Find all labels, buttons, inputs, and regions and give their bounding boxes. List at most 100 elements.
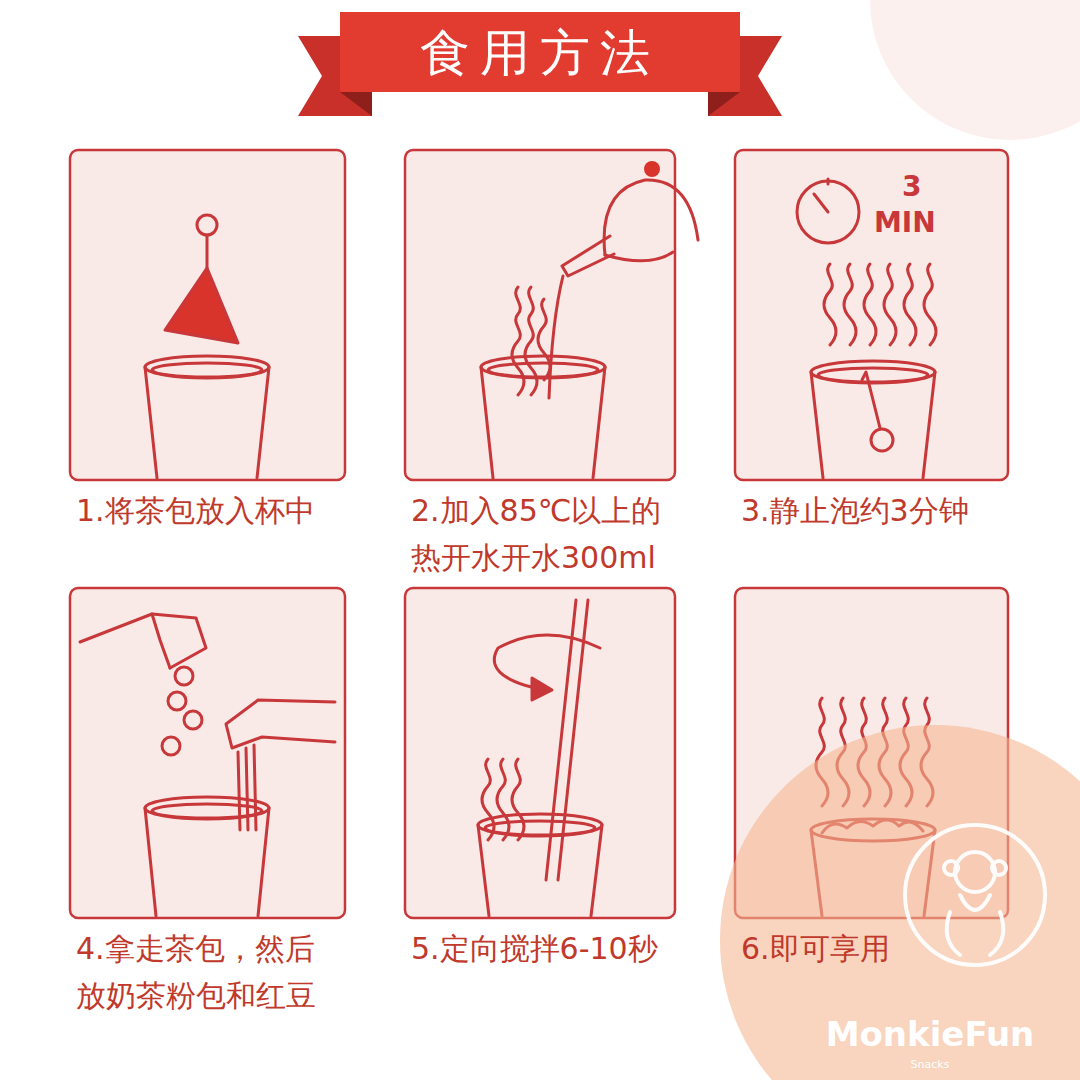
step-caption: 1.将茶包放入杯中 [76, 488, 386, 535]
clock-icon [797, 179, 859, 243]
panel-frames [405, 150, 675, 480]
watermark [960, 895, 990, 910]
tea-bag-icon [165, 215, 238, 343]
banner-title: 食用方法 [340, 18, 740, 88]
watermark [720, 725, 1080, 1080]
watermark-subtext: Snacks [911, 1058, 950, 1071]
cup-icon [481, 356, 605, 478]
bean-packet-icon [80, 614, 206, 755]
steam-lines [824, 264, 936, 345]
step-panel: 5.定向搅拌6-10秒 [405, 588, 675, 918]
watermark-text: MonkieFun [826, 1014, 1035, 1054]
powder-packet-icon [226, 700, 335, 830]
cup-icon [258, 808, 269, 916]
steam-lines [844, 264, 856, 345]
cup-icon [257, 367, 269, 478]
panel-frames [70, 588, 345, 918]
teapot-icon [549, 276, 563, 398]
powder-packet-icon [226, 700, 335, 748]
cup-icon [145, 367, 157, 478]
step-panel: 2.加入85℃以上的 热开水开水300ml [405, 150, 675, 480]
cup-icon [478, 825, 489, 916]
cup-icon [593, 367, 605, 478]
timer-unit: MIN [874, 206, 936, 239]
clock-icon [814, 194, 828, 212]
stir-stick [558, 600, 588, 880]
cup-icon [923, 372, 935, 478]
step-panel: 4.拿走茶包，然后 放奶茶粉包和红豆 [70, 588, 345, 918]
steam-lines [824, 264, 836, 345]
cup-icon [481, 356, 605, 378]
step-caption: 3.静止泡约3分钟 [741, 488, 1051, 535]
watermark [905, 825, 1045, 965]
clock-icon [797, 181, 859, 243]
powder-packet-icon [254, 745, 256, 830]
title-banner [708, 92, 740, 116]
stir-arrow [532, 678, 552, 700]
cup-icon [485, 821, 595, 835]
step-panel: 6.即可享用 [735, 588, 1008, 918]
watermark [905, 825, 1045, 965]
steam-lines [904, 264, 916, 345]
bean-packet-icon [184, 711, 202, 729]
steam-lines [482, 759, 524, 840]
cup-icon [145, 797, 269, 819]
cup-icon [811, 361, 935, 478]
panel-frames [70, 150, 345, 480]
watermark [990, 912, 1003, 955]
panel-frames [405, 588, 675, 918]
watermark [992, 861, 1006, 875]
steam-lines [924, 264, 936, 345]
teapot-icon [604, 180, 698, 255]
bean-packet-icon [175, 667, 193, 685]
cup-icon [488, 363, 598, 377]
background-circle [870, 0, 1080, 140]
step-panel: 3.静止泡约3分钟 [735, 150, 1008, 480]
bean-packet-icon [152, 614, 170, 668]
watermark [955, 852, 995, 892]
step-caption: 6.即可享用 [741, 926, 1051, 973]
cup-icon [478, 814, 602, 916]
cup-icon [811, 361, 935, 383]
tea-bag-string [871, 429, 893, 451]
cup-icon [818, 368, 928, 382]
stir-stick [546, 600, 588, 880]
cup-icon [145, 797, 269, 916]
bean-packet-icon [162, 737, 180, 755]
steam-lines [538, 299, 550, 380]
steam-lines [497, 759, 509, 840]
cup-icon [591, 825, 602, 916]
watermark [720, 725, 1080, 1080]
teapot-icon [562, 236, 614, 276]
watermark [947, 912, 960, 955]
step-caption: 2.加入85℃以上的 热开水开水300ml [411, 488, 721, 581]
title-banner [340, 12, 740, 92]
cup-icon [152, 363, 262, 377]
bean-packet-icon [168, 692, 186, 710]
step-caption: 4.拿走茶包，然后 放奶茶粉包和红豆 [76, 926, 386, 1019]
tea-bag-icon [206, 235, 209, 268]
watermark [944, 861, 958, 875]
panel-frames [735, 150, 1008, 480]
step-panel: 1.将茶包放入杯中 [70, 150, 345, 480]
bean-packet-icon [80, 614, 206, 668]
steam-lines [884, 264, 896, 345]
tea-bag-icon [165, 268, 238, 343]
cup-icon [478, 814, 602, 836]
teapot-knob [644, 161, 660, 177]
clock-icon [827, 179, 830, 184]
cup-icon [152, 804, 262, 818]
cup-icon [145, 356, 269, 378]
title-banner [298, 12, 782, 116]
cup-icon [145, 808, 156, 916]
tea-bag-string [862, 372, 893, 451]
tea-bag-string [862, 372, 880, 428]
cup-icon [481, 367, 493, 478]
title-banner [340, 92, 372, 116]
steam-lines [864, 264, 876, 345]
step-caption: 5.定向搅拌6-10秒 [411, 926, 721, 973]
tea-bag-icon [197, 215, 217, 235]
cup-icon [811, 372, 823, 478]
steam-lines [512, 759, 524, 840]
cup-icon [145, 356, 269, 478]
